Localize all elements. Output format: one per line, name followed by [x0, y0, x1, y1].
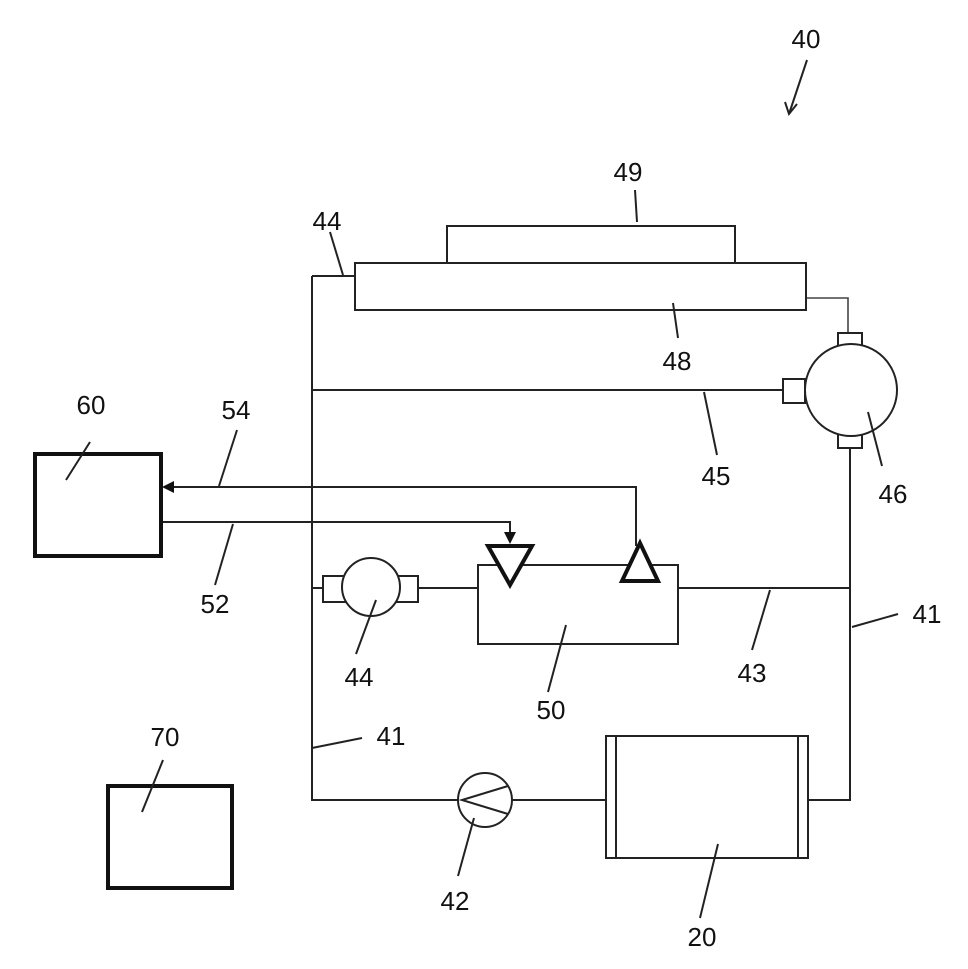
controller-60 [35, 454, 161, 556]
arrowhead-icon [162, 481, 174, 493]
label-signal-54: 54 [222, 395, 251, 425]
label-signal-52: 52 [201, 589, 230, 619]
label-box-70: 70 [151, 722, 180, 752]
label-line-45: 45 [702, 461, 731, 491]
label-pump-42: 42 [441, 886, 470, 916]
sensor-50 [478, 543, 678, 644]
tank-20 [606, 736, 808, 858]
label-plate: 48 [663, 346, 692, 376]
label-valve-44: 44 [345, 662, 374, 692]
label-line-top-left: 44 [313, 206, 342, 236]
plate-outlet-line [806, 298, 848, 333]
triangle-up-icon [622, 543, 658, 581]
plate-49 [447, 226, 735, 264]
signal-line-52 [162, 522, 516, 544]
arrowhead-icon [504, 532, 516, 544]
label-sensor-50: 50 [537, 695, 566, 725]
label-tank-20: 20 [688, 922, 717, 952]
label-controller-60: 60 [77, 390, 106, 420]
label-valve-46: 46 [879, 479, 908, 509]
pump-42 [458, 773, 512, 827]
label-plate-top: 49 [614, 157, 643, 187]
valve-44 [323, 558, 418, 616]
label-system: 40 [792, 24, 821, 54]
label-line-43: 43 [738, 658, 767, 688]
signal-line-54 [162, 481, 636, 546]
box-70 [108, 786, 232, 888]
label-line-41-left: 41 [377, 721, 406, 751]
valve-46 [783, 333, 897, 448]
label-line-41-right: 41 [913, 599, 942, 629]
plate-48 [355, 263, 806, 310]
